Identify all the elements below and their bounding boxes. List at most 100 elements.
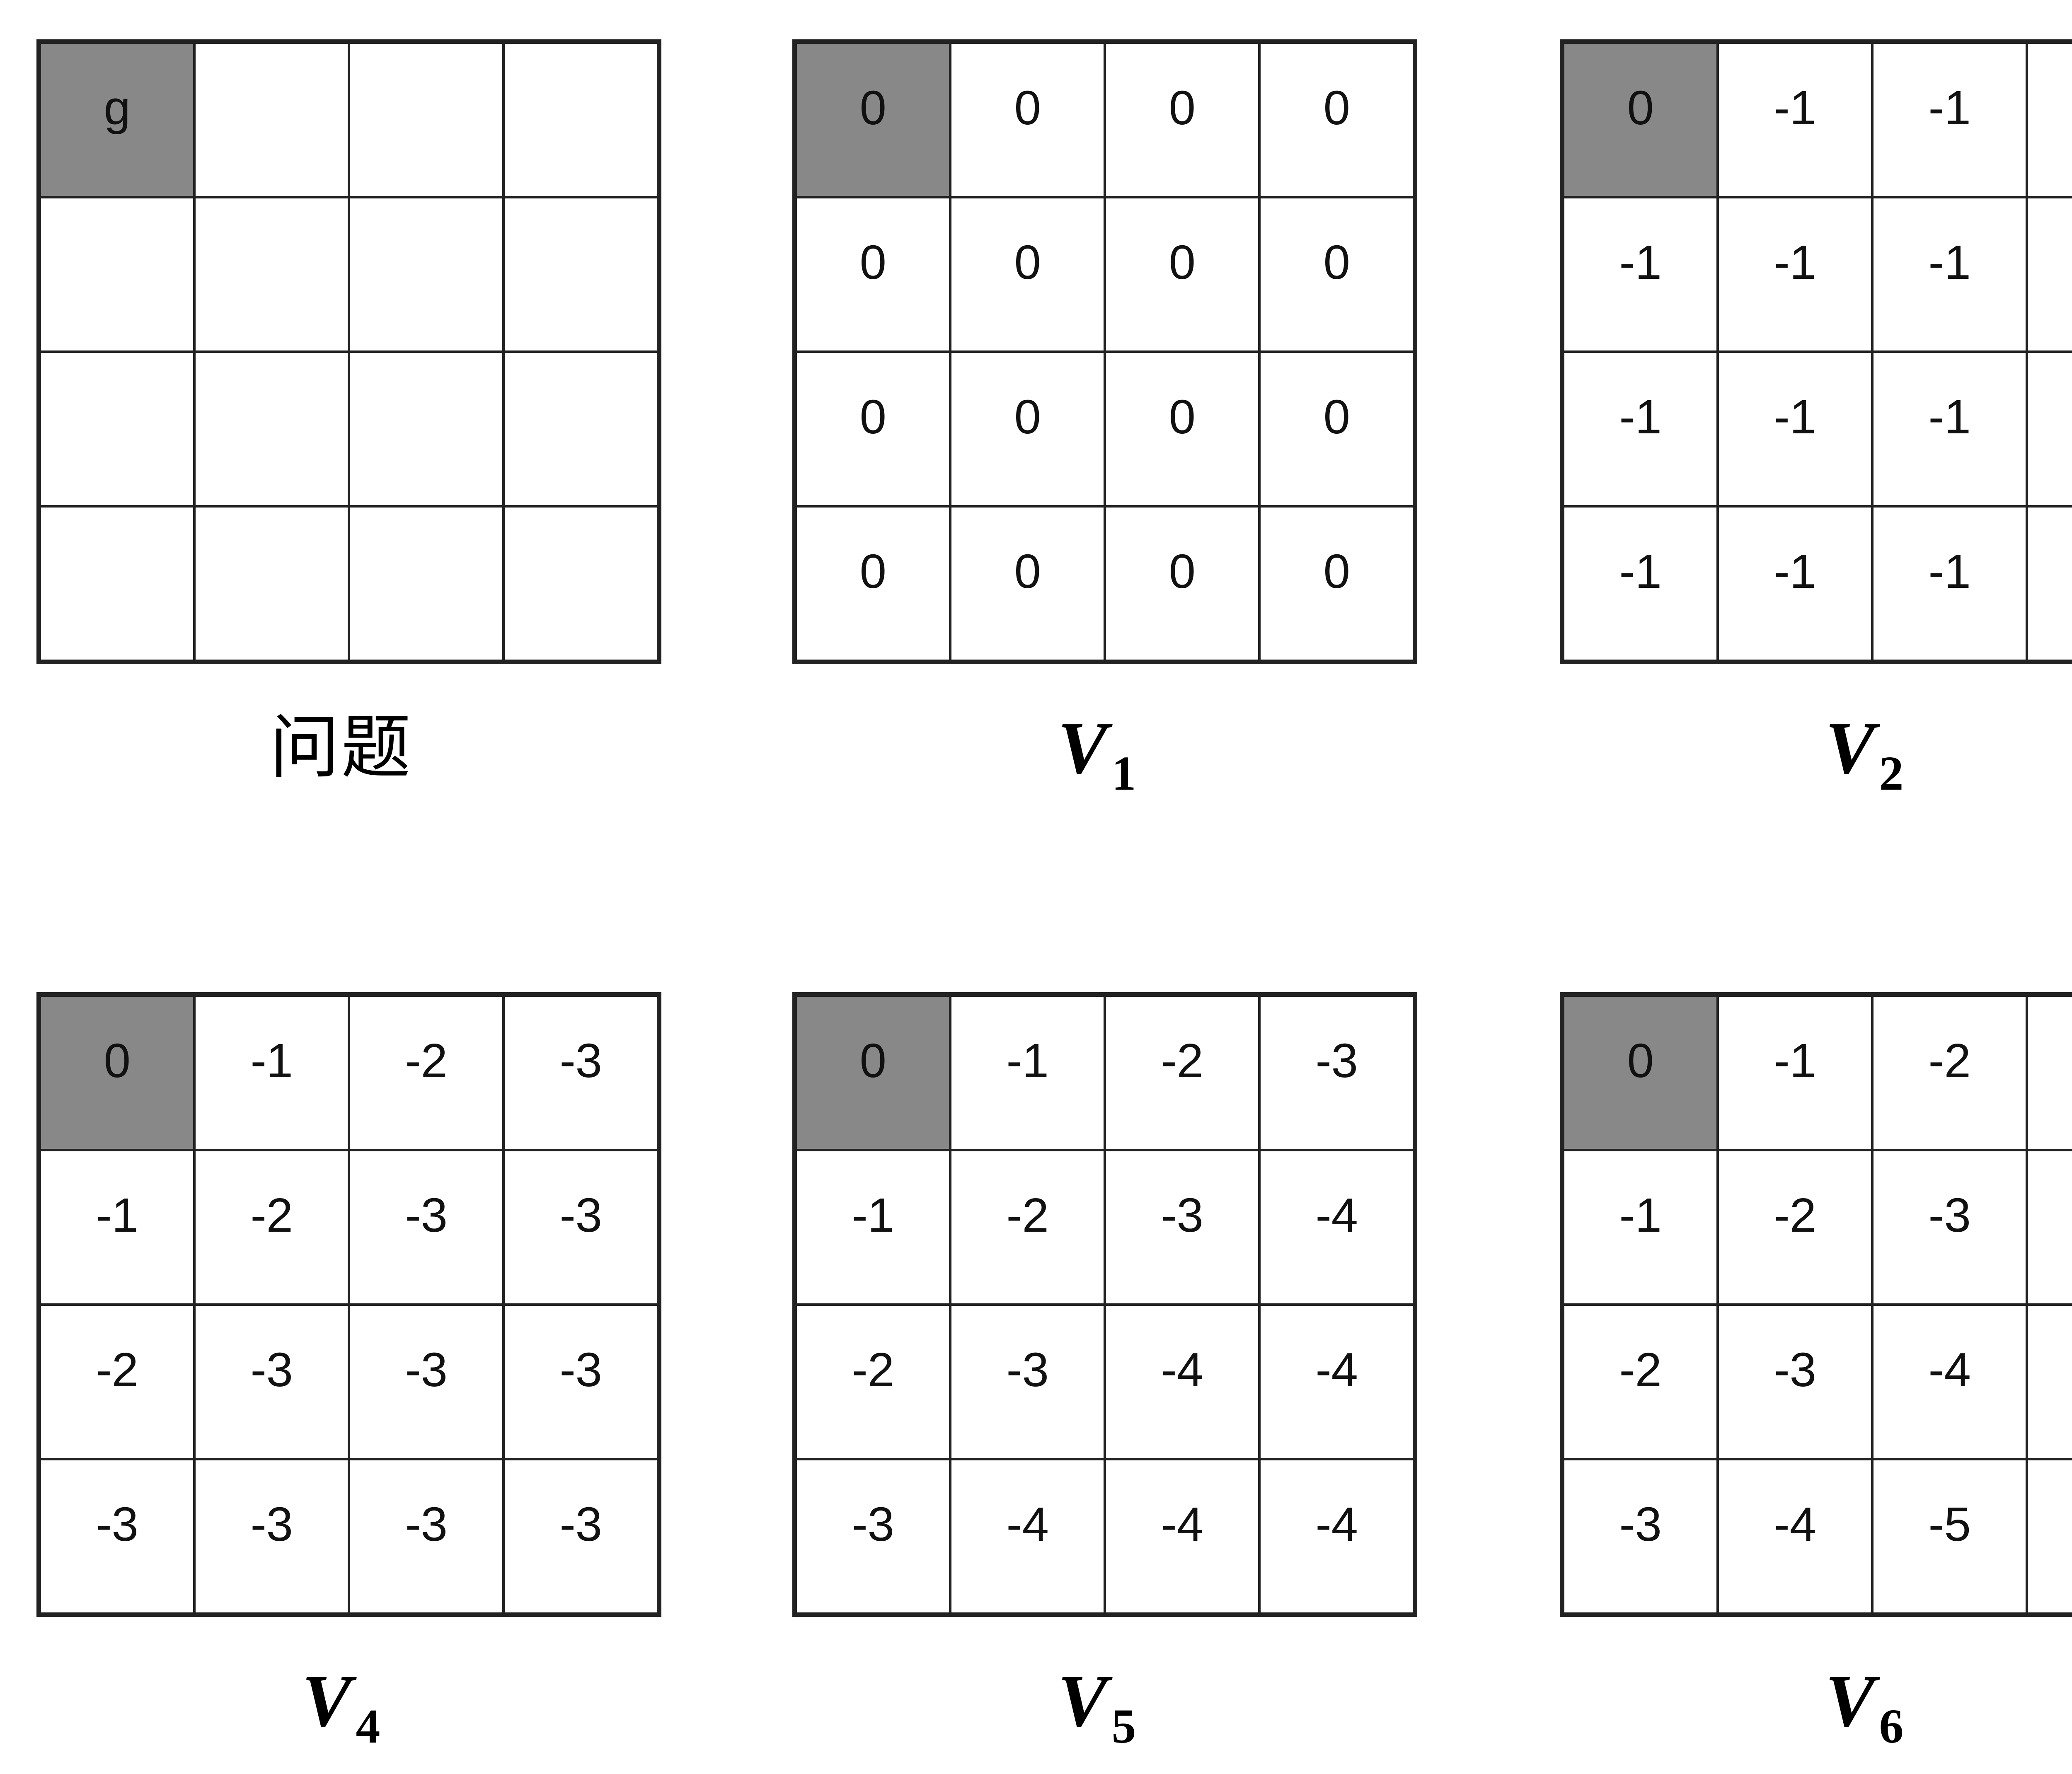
grid-cell-r3c2[interactable]: -3 — [1718, 1305, 1872, 1459]
grid-cell-r3c3[interactable] — [349, 352, 503, 506]
grid-cell-r4c1[interactable]: 0 — [795, 506, 951, 662]
grid-cell-r1c2[interactable]: 0 — [950, 42, 1105, 198]
grid-cell-r1c2[interactable]: -1 — [194, 995, 349, 1150]
grid-cell-r3c1[interactable]: 0 — [795, 352, 951, 506]
grid-cell-r2c3[interactable]: -3 — [1105, 1150, 1259, 1305]
grid-cell-r4c4[interactable]: -3 — [503, 1459, 659, 1615]
grid-cell-r2c4[interactable]: -4 — [2027, 1150, 2072, 1305]
grid-cell-r3c1[interactable] — [39, 352, 195, 506]
grid-cell-r3c2[interactable]: -1 — [1718, 352, 1872, 506]
grid-cell-r3c4[interactable]: -5 — [2027, 1305, 2072, 1459]
grid-cell-r1c2[interactable]: -1 — [1718, 42, 1872, 198]
grid-cell-r3c2[interactable]: -3 — [950, 1305, 1105, 1459]
grid-cell-r3c3[interactable]: -1 — [1872, 352, 2027, 506]
grid-cell-r1c3[interactable]: -2 — [349, 995, 503, 1150]
grid-cell-r3c2[interactable]: 0 — [950, 352, 1105, 506]
grid-cell-r4c2[interactable]: 0 — [950, 506, 1105, 662]
grid-cell-r4c3[interactable]: -4 — [1105, 1459, 1259, 1615]
grid-cell-r4c2[interactable] — [194, 506, 349, 662]
grid-cell-r1c3[interactable] — [349, 42, 503, 198]
grid-cell-r1c3[interactable]: -2 — [1872, 995, 2027, 1150]
grid-cell-r1c4[interactable]: -3 — [2027, 995, 2072, 1150]
grid-cell-r2c2[interactable]: -1 — [1718, 197, 1872, 352]
grid-cell-r4c3[interactable] — [349, 506, 503, 662]
grid-cell-r1c1[interactable]: 0 — [795, 42, 951, 198]
grid-cell-r2c3[interactable]: -3 — [349, 1150, 503, 1305]
grid-cell-r4c1[interactable]: -3 — [1562, 1459, 1718, 1615]
grid-cell-r4c4[interactable]: -4 — [1259, 1459, 1415, 1615]
grid-cell-r1c3[interactable]: 0 — [1105, 42, 1259, 198]
grid-cell-r2c1[interactable] — [39, 197, 195, 352]
grid-cell-r2c2[interactable]: -2 — [1718, 1150, 1872, 1305]
grid-cell-r1c1[interactable]: 0 — [1562, 42, 1718, 198]
grid-cell-r2c3[interactable]: -3 — [1872, 1150, 2027, 1305]
grid-cell-r3c4[interactable]: -4 — [1259, 1305, 1415, 1459]
grid-cell-r3c2[interactable]: -3 — [194, 1305, 349, 1459]
grid-cell-r3c4[interactable]: 0 — [1259, 352, 1415, 506]
grid-cell-r4c4[interactable] — [503, 506, 659, 662]
grid-cell-r4c1[interactable]: -1 — [1562, 506, 1718, 662]
grid-row: -3-4-4-4 — [795, 1459, 1415, 1615]
grid-row: 0-1-2-3 — [39, 995, 659, 1150]
grid-cell-r3c1[interactable]: -2 — [795, 1305, 951, 1459]
grid-cell-r3c2[interactable] — [194, 352, 349, 506]
grid-cell-r2c1[interactable]: -1 — [39, 1150, 195, 1305]
grid-cell-r1c4[interactable]: -3 — [503, 995, 659, 1150]
grid-cell-r4c2[interactable]: -4 — [1718, 1459, 1872, 1615]
grid-cell-r2c1[interactable]: -1 — [1562, 197, 1718, 352]
grid-cell-r3c4[interactable] — [503, 352, 659, 506]
grid-cell-r1c1[interactable]: g — [39, 42, 195, 198]
grid-cell-r1c4[interactable]: 0 — [1259, 42, 1415, 198]
grid-cell-r2c4[interactable]: 0 — [1259, 197, 1415, 352]
grid-cell-r1c3[interactable]: -1 — [1872, 42, 2027, 198]
grid-cell-r4c3[interactable]: -1 — [1872, 506, 2027, 662]
grid-cell-r2c2[interactable]: -2 — [194, 1150, 349, 1305]
grid-cell-r1c4[interactable]: -3 — [1259, 995, 1415, 1150]
grid-cell-r2c2[interactable] — [194, 197, 349, 352]
grid-cell-r3c3[interactable]: 0 — [1105, 352, 1259, 506]
grid-cell-r2c3[interactable]: -1 — [1872, 197, 2027, 352]
grid-cell-r2c2[interactable]: -2 — [950, 1150, 1105, 1305]
grid-cell-r3c1[interactable]: -1 — [1562, 352, 1718, 506]
grid-cell-r2c3[interactable]: 0 — [1105, 197, 1259, 352]
grid-cell-r4c2[interactable]: -3 — [194, 1459, 349, 1615]
grid-cell-r1c2[interactable]: -1 — [950, 995, 1105, 1150]
grid-cell-r1c3[interactable]: -2 — [1105, 995, 1259, 1150]
grid-cell-r4c1[interactable]: -3 — [795, 1459, 951, 1615]
grid-cell-r2c1[interactable]: -1 — [795, 1150, 951, 1305]
grid-cell-r4c3[interactable]: 0 — [1105, 506, 1259, 662]
grid-cell-r2c1[interactable]: -1 — [1562, 1150, 1718, 1305]
grid-cell-r4c4[interactable]: 0 — [1259, 506, 1415, 662]
grid-cell-r3c1[interactable]: -2 — [39, 1305, 195, 1459]
grid-cell-r2c4[interactable]: -4 — [1259, 1150, 1415, 1305]
grid-cell-r4c2[interactable]: -1 — [1718, 506, 1872, 662]
grid-cell-r1c4[interactable]: -1 — [2027, 42, 2072, 198]
grid-cell-r2c2[interactable]: 0 — [950, 197, 1105, 352]
grid-cell-r3c4[interactable]: -3 — [503, 1305, 659, 1459]
grid-cell-r2c4[interactable] — [503, 197, 659, 352]
caption-subscript: 2 — [1879, 746, 1904, 800]
grid-cell-r2c3[interactable] — [349, 197, 503, 352]
grid-cell-r1c1[interactable]: 0 — [795, 995, 951, 1150]
grid-cell-r1c4[interactable] — [503, 42, 659, 198]
grid-cell-r3c4[interactable]: -1 — [2027, 352, 2072, 506]
grid-cell-r2c1[interactable]: 0 — [795, 197, 951, 352]
grid-cell-r4c2[interactable]: -4 — [950, 1459, 1105, 1615]
grid-cell-r3c3[interactable]: -4 — [1105, 1305, 1259, 1459]
grid-cell-r3c3[interactable]: -3 — [349, 1305, 503, 1459]
grid-cell-r4c1[interactable]: -3 — [39, 1459, 195, 1615]
grid-cell-r3c3[interactable]: -4 — [1872, 1305, 2027, 1459]
grid-cell-r1c2[interactable] — [194, 42, 349, 198]
grid-cell-r3c1[interactable]: -2 — [1562, 1305, 1718, 1459]
grid-cell-r1c1[interactable]: 0 — [1562, 995, 1718, 1150]
grid-cell-r4c4[interactable]: -5 — [2027, 1459, 2072, 1615]
grid-cell-r4c3[interactable]: -5 — [1872, 1459, 2027, 1615]
grid-cell-r4c1[interactable] — [39, 506, 195, 662]
grid-cell-r1c1[interactable]: 0 — [39, 995, 195, 1150]
grid-cell-r4c3[interactable]: -3 — [349, 1459, 503, 1615]
grid-cell-r4c4[interactable]: -1 — [2027, 506, 2072, 662]
grid-cell-r2c4[interactable]: -1 — [2027, 197, 2072, 352]
grid-cell-r1c2[interactable]: -1 — [1718, 995, 1872, 1150]
grid-cell-r2c4[interactable]: -3 — [503, 1150, 659, 1305]
